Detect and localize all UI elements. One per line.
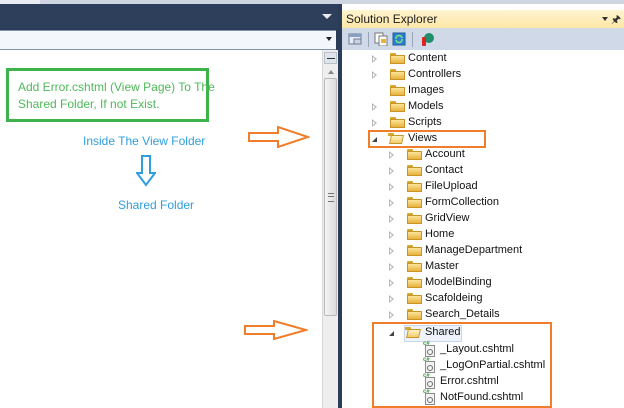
expand-arrow-icon[interactable]	[372, 55, 377, 63]
toolbar-separator	[412, 32, 413, 47]
folder-icon	[407, 245, 422, 256]
tree-item-label: FileUpload	[425, 180, 478, 192]
expand-arrow-icon[interactable]	[389, 295, 394, 303]
tree-item-label: Views	[408, 132, 438, 144]
tree-item-label: _Layout.cshtml	[440, 343, 514, 355]
annotation-shared-folder: Shared Folder	[118, 198, 195, 212]
shared-highlight-box	[372, 322, 552, 408]
expand-arrow-icon[interactable]	[389, 151, 394, 159]
expand-arrow-icon[interactable]	[389, 183, 394, 191]
tree-item-label: Scafoldeing	[425, 292, 483, 304]
expand-arrow-icon[interactable]	[389, 263, 394, 271]
class-diagram-icon[interactable]	[420, 32, 434, 46]
annotation-inside-view-folder: Inside The View Folder	[83, 134, 206, 148]
tree-item-label: Controllers	[408, 68, 462, 80]
tree-item-label: Account	[425, 148, 465, 160]
folder-icon	[390, 85, 405, 96]
editor-titlebar	[0, 4, 338, 28]
tree-item-label: Contact	[425, 164, 463, 176]
tree-item-label: ManageDepartment	[425, 244, 523, 256]
refresh-icon[interactable]	[392, 32, 406, 46]
tree-item-label: Models	[408, 100, 444, 112]
tree-item-label: _LogOnPartial.cshtml	[440, 359, 546, 371]
window-menu-dropdown-icon[interactable]	[322, 14, 332, 19]
solution-explorer-toolbar	[342, 28, 624, 50]
cshtml-file-icon: c#	[423, 341, 436, 357]
split-window-handle[interactable]	[324, 52, 337, 64]
folder-icon	[407, 197, 422, 208]
folder-icon	[407, 149, 422, 160]
folder-icon	[390, 69, 405, 80]
expand-arrow-icon[interactable]	[389, 311, 394, 319]
folder-icon	[407, 261, 422, 272]
folder-icon	[390, 53, 405, 64]
folder-icon	[390, 101, 405, 112]
tree-item-label: Error.cshtml	[440, 375, 499, 387]
chevron-down-icon	[326, 37, 332, 41]
scroll-up-icon[interactable]	[328, 70, 334, 74]
panel-menu-dropdown-icon[interactable]	[602, 17, 608, 21]
tree-item-label: Shared	[425, 326, 461, 338]
tree-item-label: Images	[408, 84, 445, 96]
expand-arrow-icon[interactable]	[372, 103, 377, 111]
cshtml-file-icon: c#	[423, 357, 436, 373]
panel-title: Solution Explorer	[346, 12, 438, 26]
folder-icon	[407, 181, 422, 192]
expand-arrow-icon[interactable]	[389, 215, 394, 223]
cshtml-file-icon: c#	[423, 373, 436, 389]
solution-tree: Content Controllers Images Models Script…	[342, 50, 624, 408]
expand-arrow-icon[interactable]	[389, 279, 394, 287]
tree-item-label: GridView	[425, 212, 470, 224]
expand-arrow-icon[interactable]	[389, 231, 394, 239]
annotation-instruction: Add Error.cshtml (View Page) To The Shar…	[18, 80, 215, 111]
tree-item-label: Home	[425, 228, 455, 240]
tree-item-label: Search_Details	[425, 308, 500, 320]
editor-pane	[0, 4, 339, 408]
tree-item-label: Scripts	[408, 116, 442, 128]
tree-item-label: FormCollection	[425, 196, 499, 208]
editor-canvas[interactable]	[0, 50, 322, 408]
top-strip	[0, 0, 624, 4]
tree-item-label: ModelBinding	[425, 276, 492, 288]
solution-explorer-panel: Solution Explorer 🖈 Content Controllers …	[342, 4, 624, 408]
open-folder-icon	[388, 133, 404, 144]
right-arrow-icon	[244, 320, 308, 340]
tree-item-label: NotFound.cshtml	[440, 391, 524, 403]
scrollbar-thumb[interactable]	[324, 78, 337, 316]
folder-icon	[407, 213, 422, 224]
pin-icon[interactable]: 🖈	[610, 14, 621, 26]
folder-icon	[407, 229, 422, 240]
annotation-box	[6, 68, 209, 122]
toolbar-separator	[368, 32, 369, 47]
open-folder-icon	[405, 327, 421, 338]
properties-icon[interactable]	[348, 32, 362, 46]
folder-icon	[407, 165, 422, 176]
expand-arrow-icon[interactable]	[372, 119, 377, 127]
folder-icon	[407, 277, 422, 288]
expand-arrow-icon[interactable]	[389, 167, 394, 175]
vertical-scrollbar[interactable]	[322, 50, 339, 408]
expand-arrow-icon[interactable]	[389, 199, 394, 207]
show-all-files-icon[interactable]	[374, 32, 388, 46]
member-navigation-dropdown[interactable]	[0, 30, 336, 50]
tree-item-label: Content	[408, 52, 447, 64]
tab-stub	[0, 0, 40, 4]
right-arrow-icon	[248, 126, 310, 148]
cshtml-file-icon: c#	[423, 389, 436, 405]
tree-item-label: Master	[425, 260, 459, 272]
folder-icon	[390, 117, 405, 128]
grip-icon	[328, 193, 334, 202]
down-arrow-icon	[136, 155, 156, 187]
expand-arrow-icon[interactable]	[389, 247, 394, 255]
collapse-arrow-icon[interactable]	[389, 331, 394, 336]
solution-explorer-header: Solution Explorer 🖈	[342, 10, 624, 28]
views-highlight-box	[368, 130, 486, 148]
folder-icon	[407, 293, 422, 304]
panel-divider[interactable]	[338, 4, 342, 408]
folder-icon	[407, 309, 422, 320]
collapse-arrow-icon[interactable]	[372, 137, 377, 142]
expand-arrow-icon[interactable]	[372, 71, 377, 79]
